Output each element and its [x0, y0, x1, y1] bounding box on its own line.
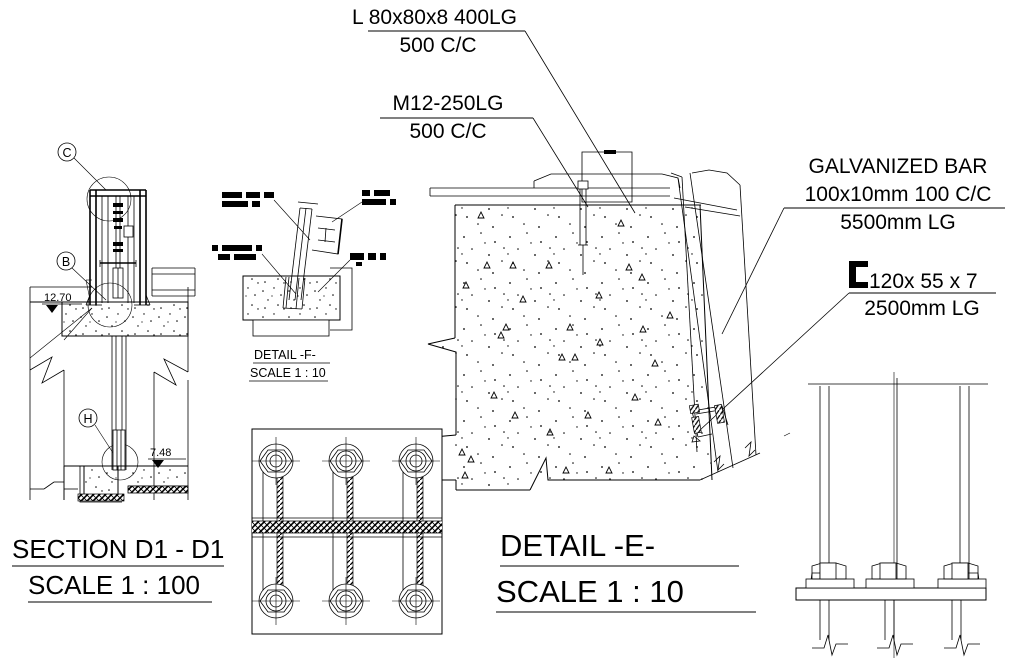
base-plate-nut-centre	[865, 562, 915, 589]
section-d1-drawing: C B 12.70 H	[12, 142, 224, 603]
plan-bolt-top-2	[322, 437, 370, 485]
galv-callout-line1: GALVANIZED BAR	[809, 155, 988, 178]
plan-bolt-top-3	[392, 437, 440, 485]
level-marker-upper: 12.70	[42, 292, 82, 313]
gate-stem-assembly	[99, 196, 137, 299]
bolt-callout-line2: 500 C/C	[409, 120, 486, 143]
base-plate-anchors	[812, 600, 980, 657]
level-marker-lower: 7.48	[148, 447, 186, 468]
detail-f-bracket	[311, 215, 343, 255]
plan-bolt-bottom-2	[322, 577, 370, 625]
base-plate-elevation	[783, 372, 988, 658]
detail-f-title-line1: DETAIL -F-	[254, 348, 316, 362]
galv-callout-line3: 5500mm LG	[840, 211, 956, 234]
plan-bolt-bottom-1	[252, 577, 300, 625]
bottom-slab	[30, 465, 189, 503]
channel-section-callout: 120x 55 x 7 2500mm LG	[699, 261, 996, 431]
bubble-c-label: C	[62, 146, 71, 160]
section-d1-title: SECTION D1 - D1 SCALE 1 : 100	[12, 534, 224, 603]
bubble-b-label: B	[62, 255, 70, 269]
channel-section-symbol	[849, 261, 868, 288]
level-7-48-label: 7.48	[150, 447, 171, 459]
detail-e-title-line1: DETAIL -E-	[500, 528, 655, 563]
base-plate-nut-left	[805, 562, 855, 589]
detail-e-top-angle	[429, 150, 670, 275]
detail-e-title-line2: SCALE 1 : 10	[496, 574, 684, 609]
detail-f-footing	[242, 267, 353, 337]
bubble-h-label: H	[83, 412, 92, 426]
detail-e-drawing: DETAIL -E- SCALE 1 : 10	[427, 150, 761, 613]
bolt-callout-line1: M12-250LG	[393, 92, 504, 115]
angle-callout-line1: L 80x80x8 400LG	[352, 6, 517, 29]
galvanized-bar-callout: GALVANIZED BAR 100x10mm 100 C/C 5500mm L…	[721, 155, 1005, 335]
bolt-pattern-plan	[251, 428, 443, 635]
angle-callout-line2: 500 C/C	[399, 34, 476, 57]
plan-hatched-band	[252, 517, 442, 538]
galv-callout-line2: 100x10mm 100 C/C	[805, 183, 992, 206]
detail-f-drawing: DETAIL -F- SCALE 1 : 10	[212, 190, 396, 382]
anchor-bolt-callout: M12-250LG 500 C/C	[380, 92, 589, 208]
angle-section-callout: L 80x80x8 400LG 500 C/C	[352, 6, 636, 214]
detail-f-title-line2: SCALE 1 : 10	[250, 366, 326, 380]
gate-leaf-lower	[111, 336, 127, 471]
side-bracket	[151, 267, 196, 297]
detail-bubble-h: H	[78, 408, 139, 481]
plan-bolt-top-1	[252, 437, 300, 485]
section-d1-title-line2: SCALE 1 : 100	[28, 570, 200, 600]
section-d1-title-line1: SECTION D1 - D1	[12, 534, 224, 564]
detail-f-micro-label-1	[222, 192, 311, 241]
gate-frame	[85, 189, 151, 306]
detail-e-concrete-body	[427, 204, 713, 491]
detail-f-title: DETAIL -F- SCALE 1 : 10	[249, 348, 330, 382]
detail-e-break-lines	[699, 440, 761, 481]
detail-e-title: DETAIL -E- SCALE 1 : 10	[496, 528, 756, 613]
plan-bolt-bottom-3	[392, 577, 440, 625]
channel-callout-line1: 120x 55 x 7	[869, 270, 978, 293]
channel-callout-line2: 2500mm LG	[864, 297, 980, 320]
detail-e-channel-section	[688, 403, 729, 443]
detail-bubble-b: B	[56, 251, 133, 328]
sill-concrete	[61, 301, 189, 337]
base-plate-nut-right	[937, 562, 987, 589]
detail-bubble-c: C	[57, 142, 132, 222]
level-12-70-label: 12.70	[44, 292, 72, 304]
